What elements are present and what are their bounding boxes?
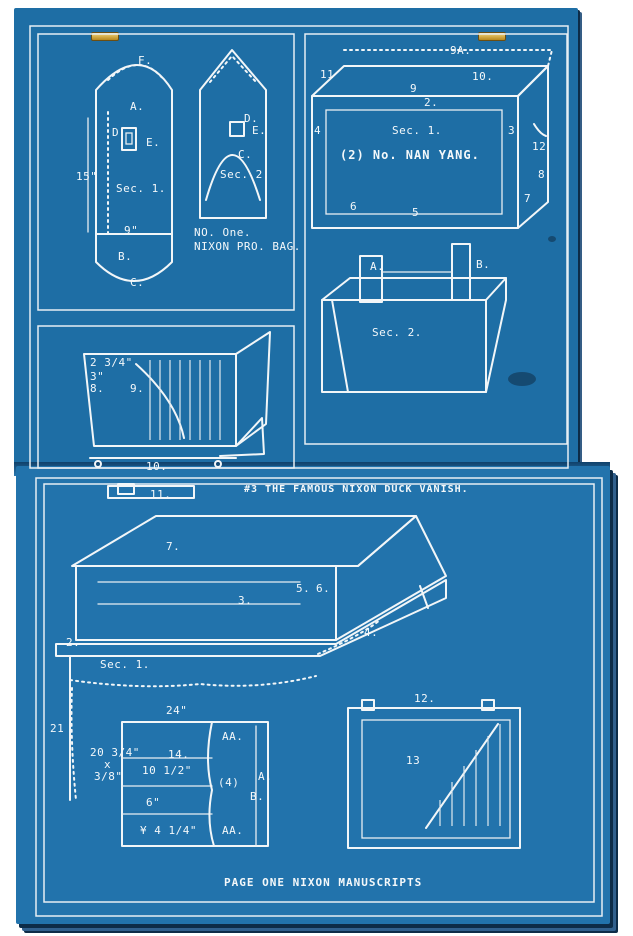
dim-label-14: 14. (168, 748, 190, 761)
box-label-3: 3 (508, 124, 516, 137)
panel-basket-frame (37, 325, 295, 469)
bag2-label-e: E. (252, 124, 267, 137)
stain-mark (548, 236, 556, 242)
cabinet-drawing (347, 699, 521, 849)
cabinet-label-12: 12. (414, 692, 436, 705)
bag1-label-c: C. (130, 276, 145, 289)
duck-vanish-title: #3 THE FAMOUS NIXON DUCK VANISH. (244, 484, 469, 495)
bag-caption-1: NO. One. (194, 226, 251, 239)
basket-label-9: 9. (130, 382, 145, 395)
top-page-border (29, 25, 569, 469)
basket-dim-1: 2 3/4" (90, 356, 133, 369)
bag1-label-e: E. (146, 136, 161, 149)
brass-hinge-left (91, 32, 119, 41)
table-width: 24" (166, 704, 188, 717)
box-name: (2) No. NAN YANG. (340, 148, 480, 162)
bag1-width: 9" (124, 224, 139, 237)
basket-label-8: 8. (90, 382, 105, 395)
tray-section: Sec. 2. (372, 326, 422, 339)
dim-label-aa-bottom: AA. (222, 824, 244, 837)
table-label-6: 6. (316, 582, 331, 595)
top-page (14, 8, 578, 474)
bottom-inner-border (43, 483, 595, 903)
dim-label-2: 3/8" (94, 770, 123, 783)
box-label-7: 7 (524, 192, 532, 205)
box-label-12: 12 (532, 140, 547, 153)
bag-caption-2: NIXON PRO. BAG. (194, 240, 301, 253)
bottom-page-border (35, 477, 603, 917)
box-label-8: 8 (538, 168, 546, 181)
basket-drawing (83, 331, 271, 468)
box-section: Sec. 1. (392, 124, 442, 137)
box-label-9a: 9A. (450, 44, 472, 57)
box-label-6: 6 (350, 200, 358, 213)
dim-label-x: x (104, 758, 112, 771)
tray-drawing (321, 243, 507, 393)
bag2-label-c: C. (238, 148, 253, 161)
brass-hinge-right (478, 32, 506, 41)
dim-label-5: ¥ 4 1/4" (140, 824, 197, 837)
box-label-11: 11 (320, 68, 335, 81)
bag-one-drawing (87, 64, 173, 282)
table-section: Sec. 1. (100, 658, 150, 671)
dim-label-aa-top: AA. (222, 730, 244, 743)
dim-label-four: (4) (218, 776, 240, 789)
dim-label-b: B. (250, 790, 265, 803)
panel-box-frame (304, 33, 568, 445)
table-label-2: 2. (66, 636, 81, 649)
table-label-4: 4. (364, 626, 379, 639)
box-label-4: 4 (314, 124, 322, 137)
box-label-5: 5 (412, 206, 420, 219)
panel-bag-frame (37, 33, 295, 311)
dimension-panel-drawing (121, 721, 269, 847)
box-label-10: 10. (472, 70, 494, 83)
box-label-2: 2. (424, 96, 439, 109)
dim-label-1: 20 3/4" (90, 746, 140, 759)
bag2-section: Sec. 2. (220, 168, 270, 181)
bag1-label-f: F. (138, 54, 153, 67)
bag1-section: Sec. 1. (116, 182, 166, 195)
bag1-height: 15" (76, 170, 98, 183)
basket-label-10: 10. (146, 460, 168, 473)
cabinet-label-13: 13 (406, 754, 421, 767)
page-footer: PAGE ONE NIXON MANUSCRIPTS (224, 876, 423, 889)
table-label-11: 11. (150, 488, 172, 501)
basket-dim-2: 3" (90, 370, 105, 383)
dim-label-4: 6" (146, 796, 161, 809)
box-label-9: 9 (410, 82, 418, 95)
duck-vanish-table-drawing (55, 483, 447, 801)
bag1-label-b: B. (118, 250, 133, 263)
bag1-label-d: D (112, 126, 120, 139)
tray-label-b: B. (476, 258, 491, 271)
table-leg-height: 21 (50, 722, 65, 735)
table-label-7: 7. (166, 540, 181, 553)
table-label-3: 3. (238, 594, 253, 607)
bag-two-drawing (199, 49, 267, 219)
nan-yang-box-drawing (311, 49, 554, 229)
dim-label-3: 10 1/2" (142, 764, 192, 777)
bag2-label-d: D. (244, 112, 259, 125)
bag1-label-a: A. (130, 100, 145, 113)
tray-label-a: A. (370, 260, 385, 273)
stain-mark (508, 372, 536, 386)
table-label-5: 5. (296, 582, 311, 595)
dim-label-a: A. (258, 770, 273, 783)
